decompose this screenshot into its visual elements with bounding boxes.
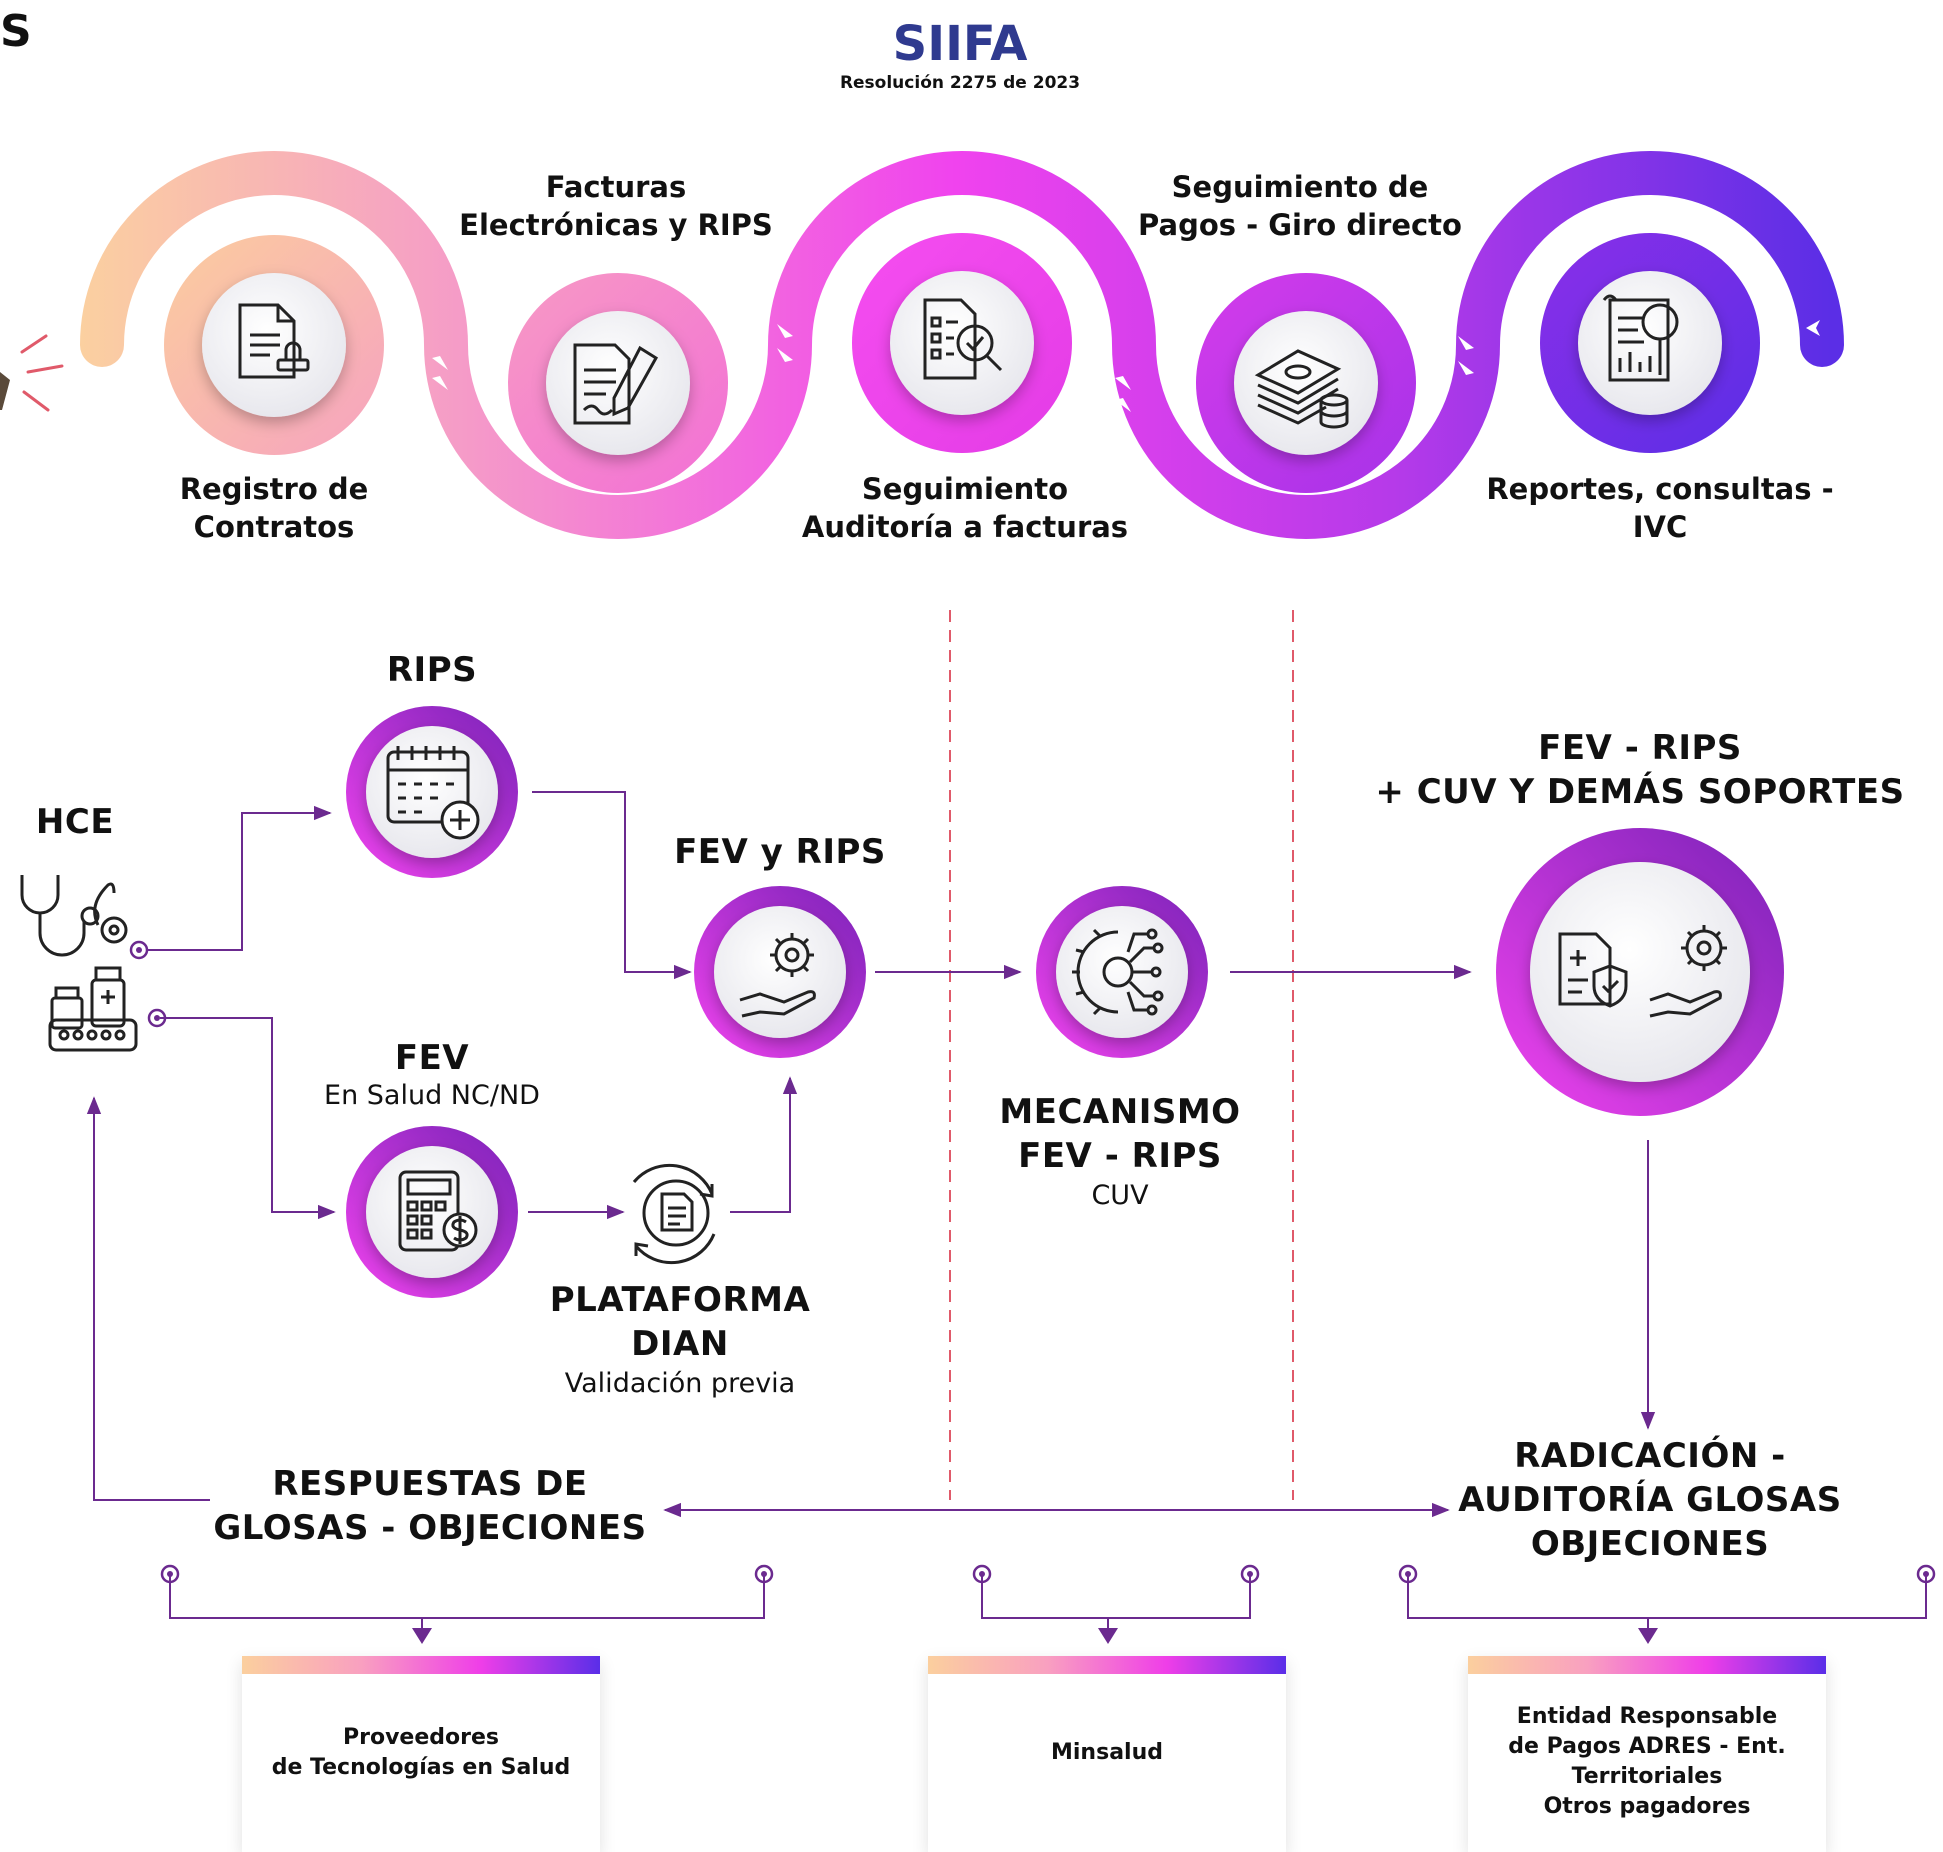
soportes-title-2: + CUV Y DEMÁS SOPORTES: [1375, 772, 1905, 812]
bottom-brackets: [169, 1574, 1927, 1642]
soportes-title-1: FEV - RIPS: [1538, 728, 1742, 768]
document-signing-icon: [573, 343, 659, 425]
timeline-step-5: [1540, 233, 1760, 453]
timeline-step-2: [508, 273, 728, 493]
stethoscope-medicine-icon: [20, 875, 138, 1052]
timeline-step-3: [852, 233, 1072, 453]
megaphone-icon: [0, 334, 64, 412]
timeline-step-1: [164, 235, 384, 455]
medical-doc-shield-gear-icon: [1558, 925, 1727, 1018]
timeline-step-4: [1196, 273, 1416, 493]
card-gradient-bar: [242, 1656, 600, 1674]
fev-subtitle: En Salud NC/ND: [324, 1080, 540, 1111]
mecanismo-title-2: FEV - RIPS: [1018, 1136, 1222, 1176]
card-text: Proveedores de Tecnologías en Salud: [271, 1725, 571, 1780]
card-gradient-bar: [1468, 1656, 1826, 1674]
mecanismo-subtitle: CUV: [1091, 1180, 1149, 1211]
gear-hand-icon: [739, 933, 816, 1018]
bracket-dot-centers: [136, 947, 1929, 1577]
bracket-arrowheads: [412, 1628, 1658, 1644]
fev-rips-title: FEV y RIPS: [674, 832, 886, 872]
ribbon-chevrons: [432, 320, 1820, 561]
gear-circuit-icon: [1072, 928, 1164, 1016]
fev-rips-node: [694, 886, 866, 1058]
card-entidad-responsable: Entidad Responsable de Pagos ADRES - Ent…: [1468, 1656, 1826, 1852]
radicacion-title-1: RADICACIÓN -: [1514, 1436, 1786, 1476]
timeline-label-auditoria: Seguimiento Auditoría a facturas: [801, 472, 1129, 544]
plataforma-subtitle: Validación previa: [564, 1368, 796, 1399]
money-stack-icon: [1254, 349, 1349, 429]
plataforma-title-1: PLATAFORMA: [549, 1280, 811, 1320]
radicacion-title-2: AUDITORÍA GLOSAS: [1458, 1480, 1842, 1520]
card-text: Minsalud: [1051, 1740, 1163, 1765]
mecanismo-title-1: MECANISMO: [999, 1092, 1241, 1132]
timeline-label-pagos: Seguimiento de Pagos - Giro directo: [1138, 170, 1462, 242]
timeline-label-facturas: Facturas Electrónicas y RIPS: [459, 170, 773, 242]
rips-node: [346, 706, 518, 878]
bracket-dots: [129, 940, 1936, 1584]
document-cycle-icon: [632, 1163, 716, 1265]
soportes-node: [1496, 828, 1784, 1116]
card-proveedores: Proveedores de Tecnologías en Salud: [242, 1656, 600, 1852]
rips-title: RIPS: [386, 650, 478, 690]
respuestas-title-2: GLOSAS - OBJECIONES: [213, 1508, 647, 1548]
section-dividers: [949, 610, 1294, 1500]
calendar-medical-icon: [386, 746, 480, 840]
card-text: Entidad Responsable de Pagos ADRES - Ent…: [1508, 1704, 1786, 1819]
audit-magnifier-icon: [923, 298, 1003, 380]
timeline-label-registro: Registro de Contratos: [179, 472, 369, 544]
page-subtitle: Resolución 2275 de 2023: [839, 73, 1081, 93]
report-search-icon: [1602, 294, 1679, 382]
fev-node: [346, 1126, 518, 1298]
flow-connectors: [86, 791, 1656, 1518]
corner-letter: S: [0, 6, 32, 57]
timeline-label-reportes: Reportes, consultas - IVC: [1486, 472, 1834, 544]
mecanismo-node: [1036, 886, 1208, 1058]
radicacion-title-3: OBJECIONES: [1530, 1524, 1770, 1564]
page-title: SIIFA: [892, 16, 1028, 72]
fev-title: FEV: [394, 1038, 470, 1078]
respuestas-title-1: RESPUESTAS DE: [272, 1464, 588, 1504]
plataforma-title-2: DIAN: [631, 1324, 729, 1364]
card-gradient-bar: [928, 1656, 1286, 1674]
timeline-ribbon: [80, 151, 1844, 539]
contract-stamp-icon: [238, 303, 310, 379]
hce-title: HCE: [35, 802, 115, 842]
card-minsalud: Minsalud: [928, 1656, 1286, 1852]
calculator-dollar-icon: [398, 1170, 478, 1252]
